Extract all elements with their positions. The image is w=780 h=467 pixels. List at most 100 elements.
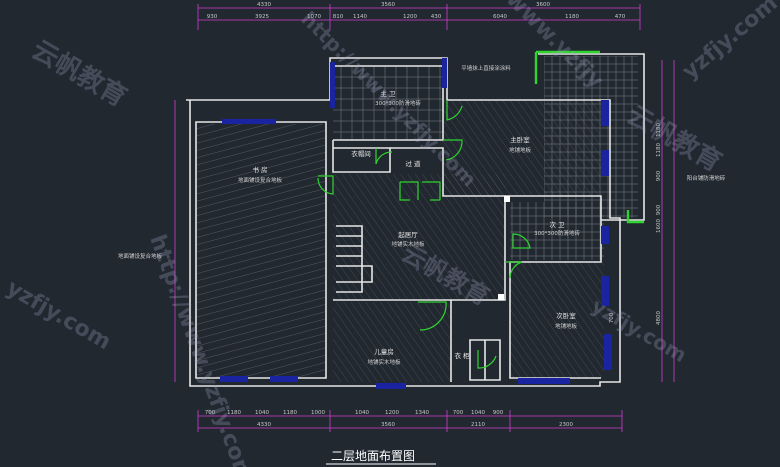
dim-top-seg: 930 — [207, 14, 218, 20]
living-room-name: 起居厅 — [398, 231, 418, 239]
dim-top-total-1: 4330 — [257, 2, 271, 8]
balcony-wall — [538, 53, 645, 221]
dimension-lines — [174, 4, 675, 432]
corridor-name: 过 道 — [405, 159, 421, 168]
door-swing — [512, 233, 531, 249]
children-room-floor-note: 地铺实木地板 — [367, 358, 401, 366]
dim-right-seg: 900 — [656, 204, 662, 215]
dim-top-seg: 6040 — [493, 14, 507, 20]
dim-bottom-total-3: 2110 — [471, 422, 485, 428]
master-bath-wall — [333, 65, 444, 141]
left-side-note: 地面铺设复合地板 — [118, 252, 163, 260]
master-bath-floor-note: 300*300防滑地砖 — [375, 99, 421, 107]
door-swing — [375, 148, 393, 165]
watermark-short: yzfjy.com — [678, 0, 780, 85]
dim-bottom-seg: 1040 — [471, 410, 485, 416]
master-bath-floor — [333, 66, 443, 140]
window — [604, 334, 612, 370]
balcony-floor — [544, 56, 638, 218]
master-bath-name: 主 卫 — [380, 89, 396, 98]
window — [601, 150, 609, 176]
closet-wall — [332, 140, 391, 173]
drawing-title: 二层地面布置图 — [331, 449, 415, 463]
dimension-labels: 4330 3560 3600 930 3925 1070 810 1140 12… — [205, 2, 662, 428]
windows — [220, 58, 612, 389]
closet-name: 衣帽间 — [351, 149, 371, 158]
junction-marker — [504, 196, 510, 202]
door-swing — [418, 301, 447, 331]
dim-top-seg: 810 — [333, 14, 344, 20]
dim-bottom-seg: 900 — [493, 410, 504, 416]
balcony-rail — [534, 50, 644, 224]
dim-bottom-seg: 1180 — [283, 410, 297, 416]
dim-top-seg: 1180 — [565, 14, 579, 20]
dim-bottom-seg: 1040 — [355, 410, 369, 416]
dim-bottom-seg: 1000 — [311, 410, 325, 416]
dim-right-seg: 1180 — [656, 123, 662, 137]
dim-bottom-seg: 1180 — [227, 410, 241, 416]
dim-top-total-2: 3560 — [381, 2, 395, 8]
window — [518, 378, 570, 384]
master-bedroom-floor-note: 地铺地板 — [509, 146, 532, 154]
dim-bottom-seg: 700 — [453, 410, 464, 416]
window — [330, 62, 335, 108]
door-swing — [505, 261, 523, 279]
watermark-brand: 云帆教育 — [27, 34, 133, 113]
door-swing — [399, 181, 441, 201]
window — [601, 226, 609, 244]
window — [442, 58, 447, 88]
living-room-floor-note: 地铺实木地板 — [391, 240, 425, 248]
dim-top-total-3: 3600 — [536, 2, 550, 8]
outer-wall — [186, 57, 621, 387]
floor-hatching — [196, 56, 638, 382]
dim-bottom-total-4: 2300 — [559, 422, 573, 428]
balcony-note: 阳台铺防滑地砖 — [687, 174, 726, 182]
junction-markers — [498, 196, 510, 300]
second-bedroom-floor-note: 地铺地板 — [555, 322, 578, 330]
walls — [186, 53, 645, 387]
study-name: 书 房 — [252, 165, 267, 174]
watermark-short: yzfjy.com — [2, 276, 115, 356]
dim-top-seg: 1070 — [307, 14, 321, 20]
second-bedroom-floor — [510, 262, 604, 378]
bath2-floor-note: 300*300防滑地砖 — [534, 229, 580, 237]
dim-bottom-seg: 700 — [205, 410, 216, 416]
dim-bottom-seg: 1200 — [385, 410, 399, 416]
wardrobe-name: 衣 柜 — [454, 351, 470, 360]
window — [222, 119, 276, 124]
study-floor-note: 地面铺设复合地板 — [238, 176, 283, 184]
doors — [317, 50, 644, 369]
door-swing — [443, 139, 463, 161]
stair — [336, 225, 373, 293]
dim-right-seg: 1180 — [656, 143, 662, 157]
dim-right-seg: 700 — [609, 312, 615, 323]
dim-bottom-seg: 1340 — [415, 410, 429, 416]
dim-top-seg: 470 — [615, 14, 626, 20]
bath2-name: 次 卫 — [549, 220, 565, 229]
dim-top-seg: 1200 — [403, 14, 417, 20]
wardrobe-box — [469, 339, 501, 381]
dim-bottom-total-1: 4330 — [257, 422, 271, 428]
window — [376, 383, 406, 389]
window — [601, 100, 609, 126]
corridor-wall — [333, 147, 506, 301]
door-swing — [317, 175, 334, 195]
door-swing — [477, 350, 497, 369]
study-inner-wall — [195, 121, 327, 379]
study-floor — [196, 124, 326, 378]
room-labels: 书 房 地面铺设复合地板 主 卫 300*300防滑地砖 主卧室 地铺地板 衣帽… — [118, 64, 726, 366]
dim-top-seg: 3925 — [255, 14, 269, 20]
dim-bottom-seg: 1040 — [255, 410, 269, 416]
dim-top-seg: 1140 — [353, 14, 367, 20]
dim-right-seg: 4800 — [656, 311, 662, 325]
master-bedroom-name: 主卧室 — [510, 135, 530, 144]
children-room-floor — [333, 302, 451, 382]
window — [601, 276, 609, 306]
door-swing — [446, 100, 463, 121]
dim-top-seg: 430 — [431, 14, 442, 20]
window — [220, 376, 248, 382]
dim-right-seg: 1600 — [656, 219, 662, 233]
wall-finish-note: 平墙抹上直接涂涂料 — [461, 64, 511, 72]
second-bedroom-name: 次卧室 — [556, 311, 576, 320]
